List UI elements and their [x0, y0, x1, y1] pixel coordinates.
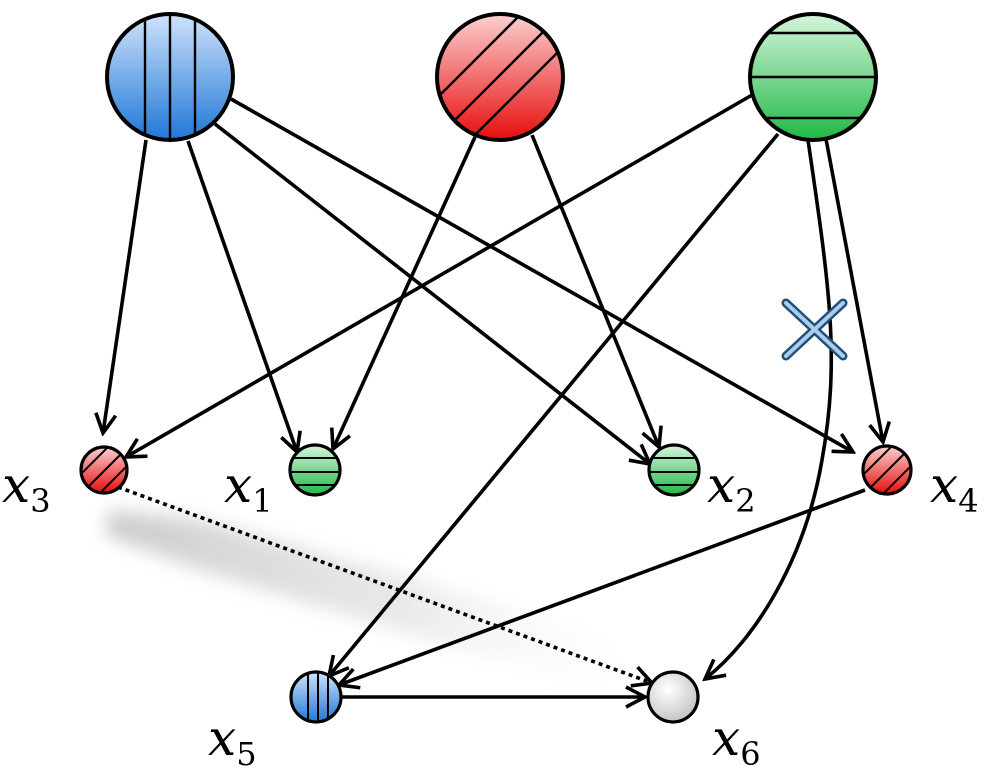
node-green-factor [748, 12, 878, 142]
edge-blue-x1 [186, 140, 297, 452]
label-x6: x6 [712, 709, 761, 769]
label-x5: x5 [208, 709, 257, 769]
edge-blue-x3 [103, 139, 148, 433]
edge-green-x4 [824, 138, 883, 442]
label-x2: x2 [707, 456, 756, 520]
node-x1 [288, 443, 342, 497]
edge-red-x2 [530, 134, 659, 447]
edge-green-x5 [329, 132, 780, 676]
node-x2 [647, 443, 701, 497]
edge-x3-x6-dotted [117, 485, 652, 683]
node-red-factor [435, 12, 565, 142]
node-blue-factor [105, 12, 235, 142]
node-x4 [861, 444, 913, 496]
label-x4: x4 [930, 456, 979, 520]
node-x6 [646, 670, 700, 724]
edge-green-x6-blocked [705, 139, 834, 679]
label-x3: x3 [2, 456, 51, 520]
blocked-cross-icon [781, 298, 848, 361]
node-x3 [79, 445, 129, 495]
edge-green-x3 [126, 93, 753, 457]
node-x5 [289, 670, 343, 724]
edge-x4-x5 [339, 488, 866, 685]
edges [103, 93, 883, 697]
edge-blue-x2 [213, 122, 650, 464]
dotted-edge-shadow [105, 510, 660, 700]
edge-blue-x4 [230, 97, 853, 452]
edge-red-x1 [333, 136, 477, 449]
label-x1: x1 [224, 456, 273, 520]
